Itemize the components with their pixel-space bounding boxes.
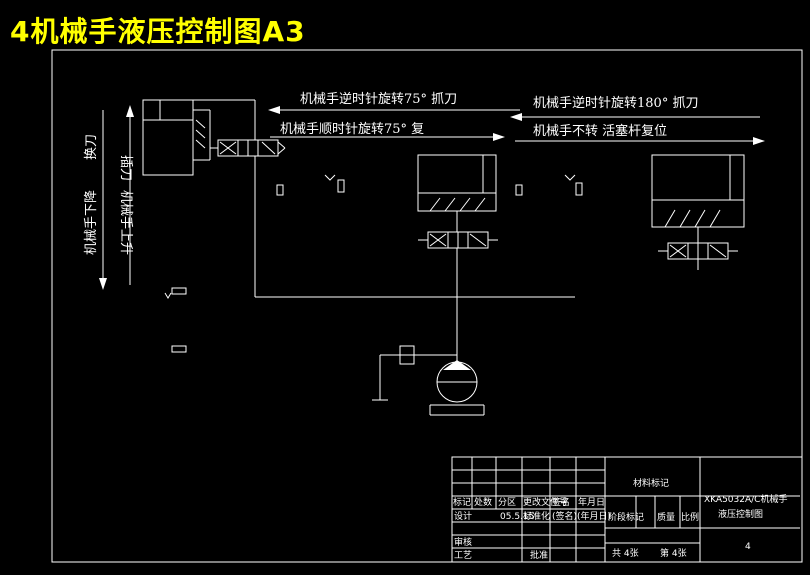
drawing-frame [51, 49, 803, 563]
tb-review: 审核 [454, 536, 472, 548]
tb-sheet-total: 共 4张 [612, 548, 639, 559]
cylinder-right [651, 154, 745, 243]
limit-switches [164, 174, 583, 353]
tb-approve: 批准 [530, 549, 548, 561]
tb-design-date: 05.5.15 [500, 512, 534, 522]
tb-mark: 标记 [453, 496, 471, 508]
cylinder-left [142, 99, 211, 176]
tb-date: 年月日 [578, 496, 605, 508]
tb-material: 材料标记 [633, 477, 669, 489]
tb-scale: 比例 [681, 511, 699, 523]
tb-weight: 质量 [657, 511, 675, 523]
tb-sheet-number: 4 [745, 542, 751, 552]
title-block [451, 456, 803, 563]
tb-name-1: XKA5032A/C机械手 [704, 493, 787, 505]
tb-name-2: 液压控制图 [718, 508, 763, 520]
tb-zone: 分区 [498, 497, 516, 508]
valve-left [210, 139, 286, 157]
valve-right [658, 242, 738, 270]
label-cw75: 机械手顺时针旋转75° 复 [280, 122, 424, 137]
tb-design: 设计 [454, 510, 472, 522]
label-ccw180: 机械手逆时针旋转180° 抓刀 [533, 95, 698, 111]
tb-standardize: 标准化 [523, 510, 550, 522]
label-arm-down: 机械手下降 [84, 190, 99, 255]
drawing-title: 4机械手液压控制图A3 [10, 15, 306, 48]
tb-process: 工艺 [454, 550, 472, 561]
cylinder-middle [417, 154, 497, 232]
tb-change-doc: 更改文件号 [523, 496, 568, 508]
label-change-tool: 换刀 [84, 134, 99, 160]
tb-date2: (年月日) [577, 510, 611, 522]
tb-sign: 签名 [552, 496, 570, 508]
label-insert-tool: 插刀 [118, 155, 133, 181]
valve-middle [418, 231, 498, 297]
pump [372, 297, 485, 416]
tb-sheet-index: 第 4张 [660, 547, 687, 559]
tb-stage: 阶段标记 [608, 511, 644, 523]
label-hold: 机械手不转 活塞杆复位 [533, 123, 667, 139]
label-arm-up: 机械手上升 [118, 190, 133, 255]
tb-count: 处数 [474, 496, 492, 508]
label-ccw75: 机械手逆时针旋转75° 抓刀 [300, 91, 457, 107]
tb-sign2: (签名) [552, 510, 577, 522]
